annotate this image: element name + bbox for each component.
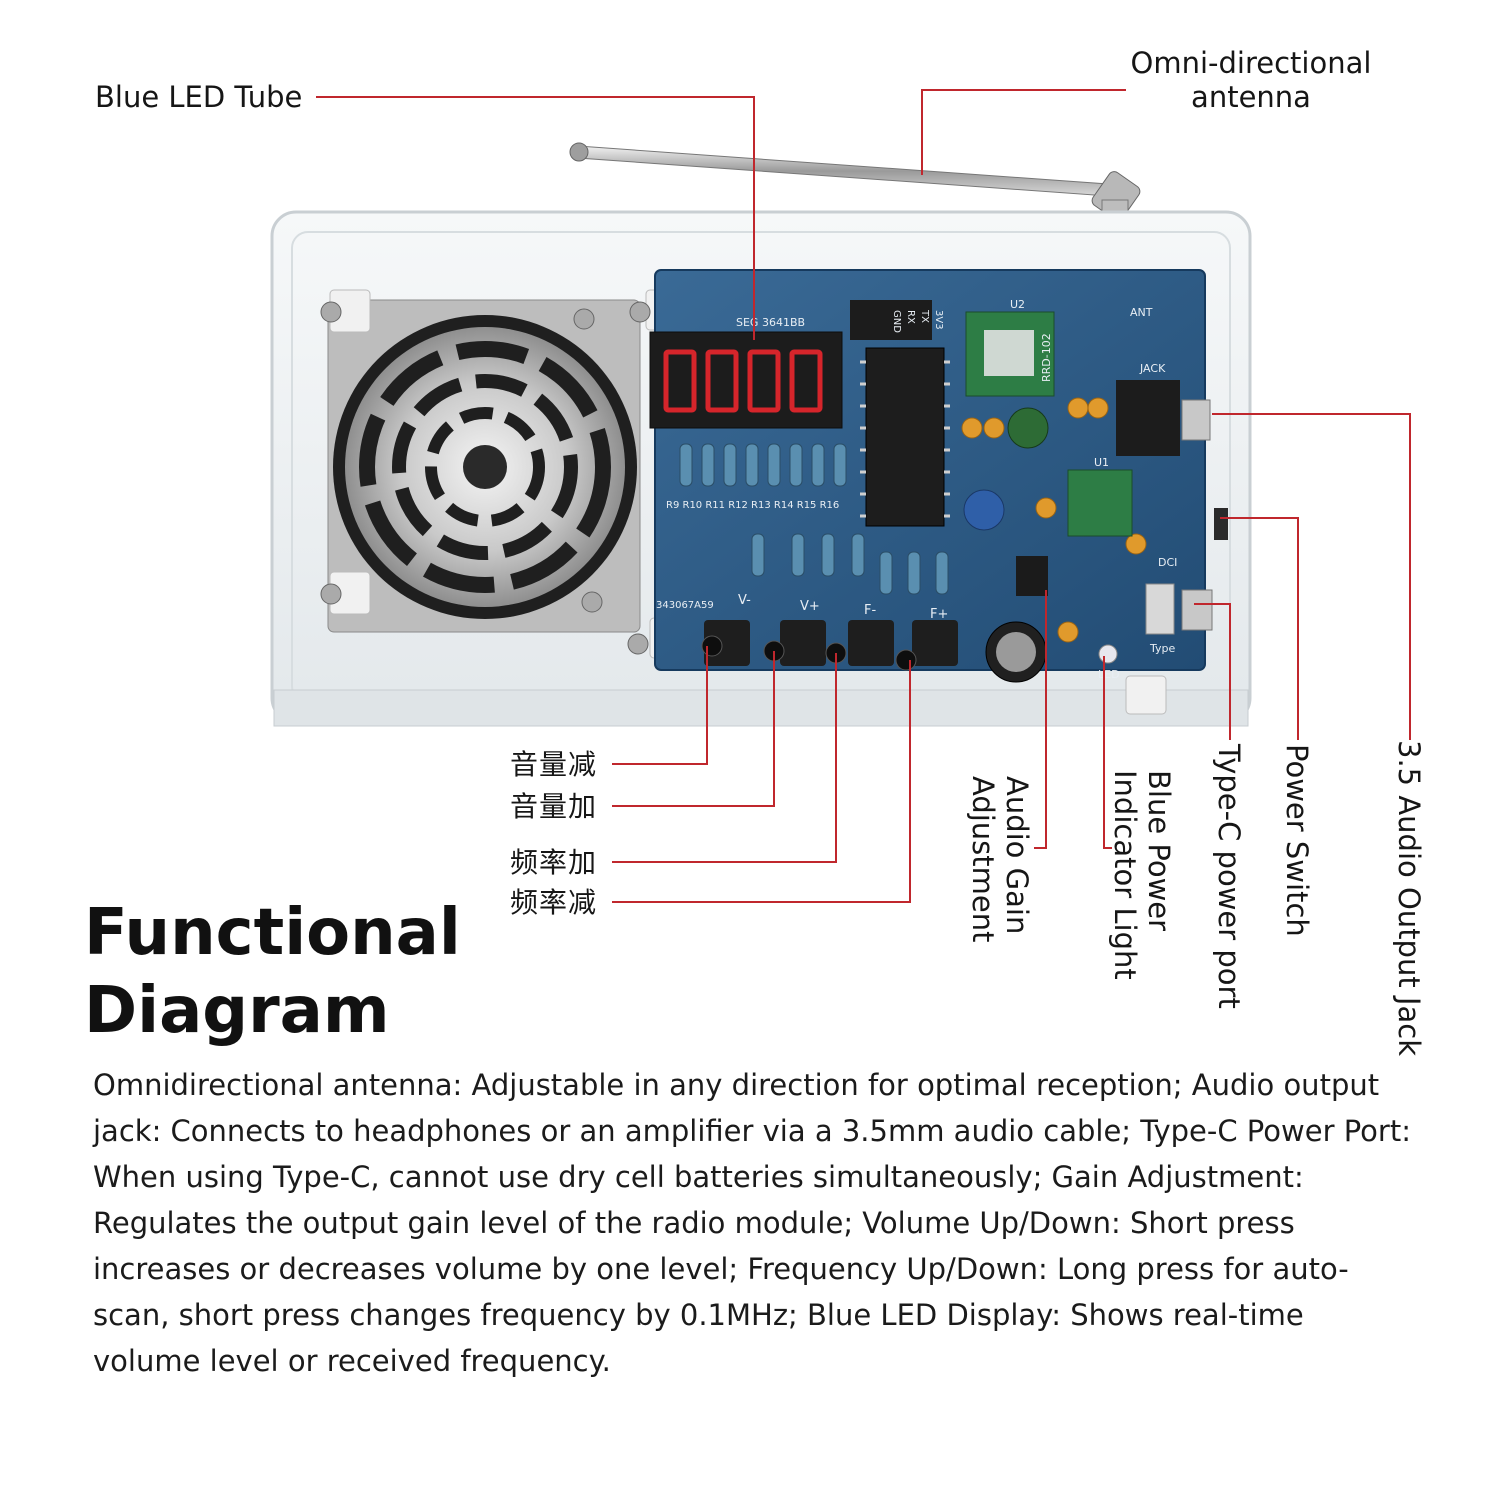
pcb-serial-label: 343067A59 <box>656 600 714 611</box>
pcb-u1-label: U1 <box>1094 456 1109 469</box>
pcb-seg-label: SEG 3641BB <box>736 316 805 329</box>
pcb-rx-label: RX <box>905 310 916 324</box>
leader-audio-gain <box>1034 590 1047 849</box>
leader-volume-up <box>612 651 775 807</box>
leader-freq-up <box>612 653 837 863</box>
label-blue-led-tube: Blue LED Tube <box>95 80 303 114</box>
leader-lines <box>316 89 1411 903</box>
pcb-ant-label: ANT <box>1130 306 1153 319</box>
label-power-light: Blue Power Indicator Light <box>1108 770 1176 980</box>
label-antenna-line1: Omni-directional <box>1130 46 1372 80</box>
label-typec-port: Type-C power port <box>1212 744 1246 1009</box>
label-audio-gain-line1: Audio Gain <box>1000 776 1034 935</box>
leader-antenna <box>921 89 1126 175</box>
pcb-led-label: LED <box>1098 668 1120 681</box>
pcb-type-label: Type <box>1149 642 1175 655</box>
pcb-btn-fminus: F- <box>864 603 876 618</box>
title-line1: Functional <box>84 896 461 970</box>
label-volume-up: 音量加 <box>510 790 598 823</box>
label-audio-jack: 3.5 Audio Output Jack <box>1392 740 1426 1056</box>
pcb-btn-fplus: F+ <box>930 607 948 622</box>
speaker <box>327 299 641 633</box>
pcb-3v3-label: 3V3 <box>933 310 944 330</box>
leader-freq-down <box>612 660 911 903</box>
label-freq-down: 频率减 <box>510 886 598 919</box>
leader-power-switch <box>1220 517 1299 740</box>
pcb-tx-label: TX <box>919 309 930 323</box>
label-power-switch: Power Switch <box>1280 744 1314 937</box>
pcb-btn-vplus: V+ <box>800 599 820 614</box>
label-power-light-line1: Blue Power <box>1142 770 1176 932</box>
label-freq-up: 频率加 <box>510 846 598 879</box>
page-title: Functional Diagram <box>84 894 461 1050</box>
pcb-btn-vminus: V- <box>738 593 751 608</box>
label-antenna-line2: antenna <box>1191 80 1311 114</box>
label-audio-gain-line2: Adjustment <box>966 776 1000 943</box>
leader-volume-down <box>612 646 708 765</box>
leader-power-light <box>1103 656 1112 849</box>
pcb-dc-label: DCI <box>1158 556 1177 569</box>
pcb-module-label: RRD-102 <box>1040 333 1053 382</box>
pcb-gnd-label: GND <box>891 310 902 333</box>
description-paragraph: Omnidirectional antenna: Adjustable in a… <box>93 1068 1411 1378</box>
led-digits <box>663 349 823 413</box>
leader-typec <box>1194 603 1231 740</box>
label-volume-down: 音量减 <box>510 748 598 781</box>
pcb-jack-label: JACK <box>1139 362 1166 375</box>
label-power-light-line2: Indicator Light <box>1108 770 1142 980</box>
leader-audio-jack <box>1212 413 1411 740</box>
resistor-row <box>679 443 949 595</box>
title-line2: Diagram <box>84 974 390 1048</box>
pcb-resistor-labels: R9 R10 R11 R12 R13 R14 R15 R16 <box>666 500 839 511</box>
pcb-board <box>649 269 1228 683</box>
leader-blue-led-tube <box>316 96 755 340</box>
label-audio-gain: Audio Gain Adjustment <box>966 776 1034 943</box>
label-antenna: Omni-directional antenna <box>1120 46 1382 114</box>
pcb-u2-label: U2 <box>1010 298 1025 311</box>
